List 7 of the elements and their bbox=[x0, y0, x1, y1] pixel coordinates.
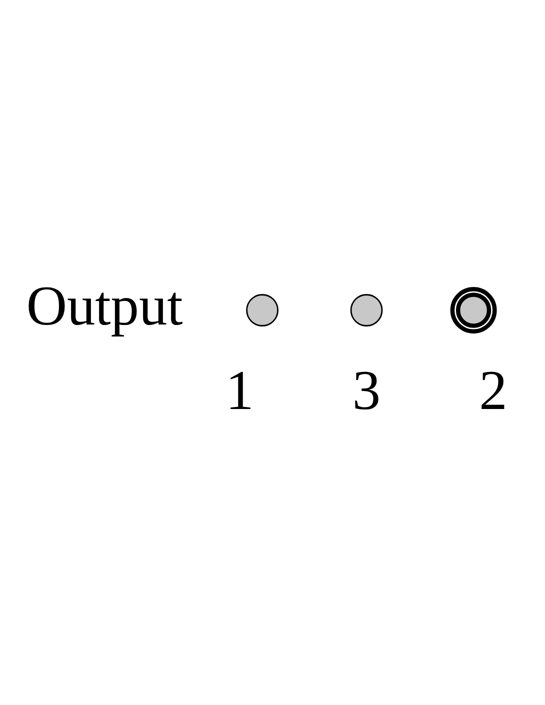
node-label: 1 bbox=[226, 360, 254, 422]
node-label: 2 bbox=[479, 360, 508, 422]
node-circle bbox=[246, 294, 278, 326]
node-circle bbox=[450, 287, 497, 334]
node-label: 3 bbox=[352, 360, 381, 422]
node-circle bbox=[350, 294, 383, 326]
label: Output bbox=[26, 275, 183, 338]
